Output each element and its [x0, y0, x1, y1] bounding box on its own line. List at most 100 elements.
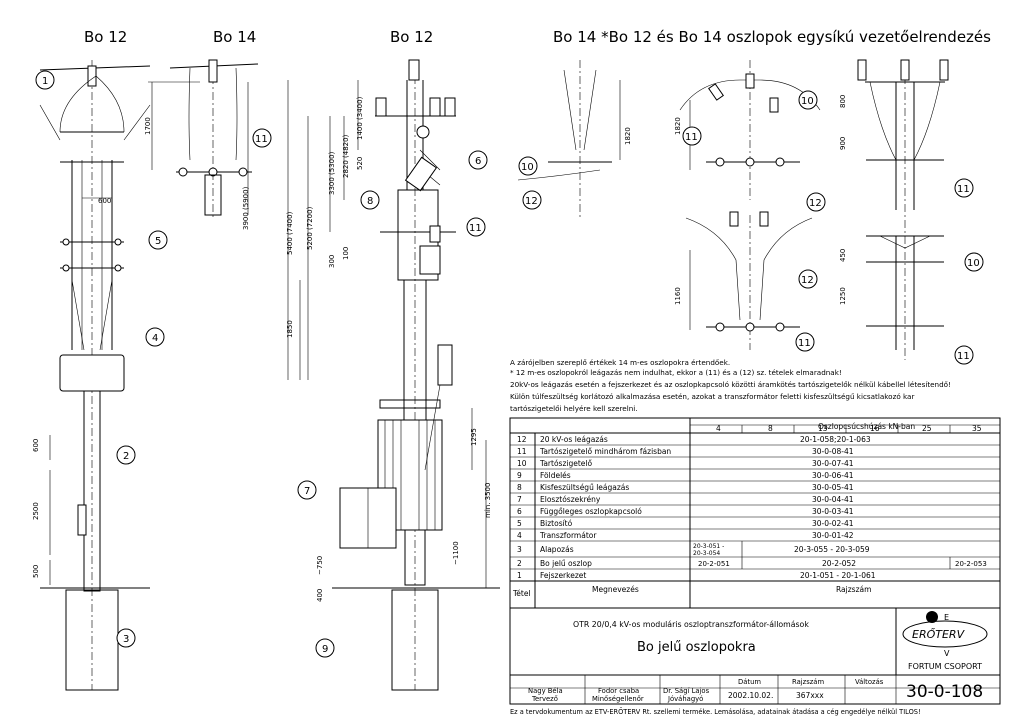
svg-text:9: 9: [517, 471, 522, 480]
heading-bo14-left: Bo 14: [213, 28, 256, 46]
dim-520: 520: [356, 157, 364, 170]
date-value: 2002.10.02.: [728, 691, 773, 700]
svg-text:11: 11: [957, 184, 970, 195]
dim-3300: 3300 (5300): [328, 151, 336, 195]
callout-6: 6: [468, 150, 488, 170]
svg-text:20 kV-os leágazás: 20 kV-os leágazás: [540, 435, 608, 444]
pole-bo12-mid-elevation: 5400 (7400) 5200 (7200) 3300 (5300) 2820…: [286, 59, 500, 691]
dim-min3500: min. 3500: [484, 483, 492, 518]
callout-12-c: 12: [798, 269, 818, 289]
svg-text:10: 10: [517, 459, 527, 468]
svg-text:30-0-08-41: 30-0-08-41: [812, 447, 854, 456]
svg-text:Bo jelű oszlop: Bo jelű oszlop: [540, 559, 592, 568]
svg-text:Kisfeszültségű leágazás: Kisfeszültségű leágazás: [540, 483, 629, 492]
person-2-role: Minőségellenőr: [592, 694, 644, 703]
callout-2: 2: [116, 445, 136, 465]
dim-1160: 1160: [674, 287, 682, 305]
callout-5: 5: [148, 230, 168, 250]
callout-12-a: 12: [522, 190, 542, 210]
load-13: 13: [818, 424, 828, 433]
notes-block: A zárójelben szereplő értékek 14 m-es os…: [510, 358, 951, 413]
dim-1850: 1850: [286, 320, 294, 338]
table-row: 11 Tartószigetelő mindhárom fázisban 30-…: [510, 447, 1000, 458]
table-row: 2 Bo jelű oszlop 20-2-051 20-2-052 20-2-…: [510, 557, 1000, 570]
valtozas-label: Változás: [855, 678, 884, 686]
svg-text:3: 3: [123, 634, 129, 645]
callout-11-e: 11: [795, 332, 815, 352]
title-main: Bo jelű oszlopokra: [637, 640, 756, 655]
svg-text:20-3-054: 20-3-054: [693, 550, 720, 557]
table-load-columns: 4 8 13 16 25 35: [716, 424, 982, 433]
table-row: 4 Transzformátor 30-0-01-42: [510, 531, 1000, 542]
table-row: 12 20 kV-os leágazás 20-1-058;20-1-063: [510, 435, 1000, 446]
svg-text:20-2-053: 20-2-053: [955, 560, 987, 568]
svg-text:11: 11: [517, 447, 527, 456]
svg-text:20-1-058;20-1-063: 20-1-058;20-1-063: [800, 435, 871, 444]
svg-text:Rajzszám: Rajzszám: [836, 585, 871, 594]
dim-750: ~750: [316, 556, 324, 575]
dim-1820-a: 1820: [624, 127, 632, 145]
dim-1100: ~1100: [452, 541, 460, 565]
drawing-number: 30-0-108: [906, 682, 983, 702]
logo-v: V: [944, 649, 950, 658]
svg-text:11: 11: [957, 351, 970, 362]
callout-10-c: 10: [964, 252, 984, 272]
dim-5400: 5400 (7400): [286, 211, 294, 255]
pole-bo12-left-elevation: 600 2500 500 600: [32, 60, 151, 691]
svg-text:20-1-051 - 20-1-061: 20-1-051 - 20-1-061: [800, 571, 876, 580]
table-row: 9 Földelés 30-0-06-41: [510, 471, 1000, 482]
title-block: OTR 20/0,4 kV-os moduláris oszloptranszf…: [509, 607, 1001, 705]
dim-100: 100: [342, 247, 350, 260]
callout-3: 3: [116, 628, 136, 648]
callout-10-a: 10: [798, 90, 818, 110]
svg-text:Tartószigetelő mindhárom fázis: Tartószigetelő mindhárom fázisban: [539, 447, 671, 456]
dim-600-top: 600: [98, 197, 111, 205]
load-25: 25: [922, 424, 932, 433]
svg-text:1: 1: [517, 571, 522, 580]
svg-text:4: 4: [152, 333, 158, 344]
eroterv-logo: E ERŐTERV V FORTUM CSOPORT: [902, 611, 988, 671]
dim-1820-b: 1820: [674, 117, 682, 135]
callouts: 1 2 3 4 5 6 7 8 9 10 10 10 11 11 11 11 1…: [35, 70, 984, 658]
dim-600-left: 600: [32, 439, 40, 452]
svg-text:Transzformátor: Transzformátor: [539, 531, 597, 540]
dim-900: 900: [839, 137, 847, 150]
detail-views-right: 1820 1820 800 900 1160: [517, 59, 949, 360]
dim-300: 300: [328, 255, 336, 268]
callout-4: 4: [145, 327, 165, 347]
callout-11-a: 11: [252, 128, 272, 148]
svg-text:5: 5: [155, 236, 161, 247]
svg-text:Tartószigetelő: Tartószigetelő: [539, 459, 592, 468]
svg-text:10: 10: [801, 96, 814, 107]
callout-11-d: 11: [954, 178, 974, 198]
svg-text:10: 10: [967, 258, 980, 269]
rajzszam-label: Rajzszám: [792, 678, 824, 686]
svg-text:7: 7: [304, 486, 310, 497]
note-2: * 12 m-es oszlopokról leágazás nem indul…: [510, 368, 842, 377]
svg-text:3: 3: [517, 545, 522, 554]
svg-text:11: 11: [469, 223, 482, 234]
svg-text:9: 9: [322, 644, 328, 655]
logo-text: ERŐTERV: [912, 627, 966, 641]
svg-text:2: 2: [517, 559, 522, 568]
table-load-header: Oszlopcsúcshúzás kN-ban: [818, 422, 915, 431]
callout-10-b: 10: [518, 156, 538, 176]
svg-text:12: 12: [525, 196, 538, 207]
svg-text:Megnevezés: Megnevezés: [592, 585, 639, 594]
svg-text:30-0-03-41: 30-0-03-41: [812, 507, 854, 516]
svg-text:11: 11: [798, 338, 811, 349]
load-4: 4: [716, 424, 721, 433]
callout-9: 9: [315, 638, 335, 658]
callout-8: 8: [360, 190, 380, 210]
svg-text:10: 10: [521, 162, 534, 173]
person-1-name: Nagy Béla: [528, 687, 563, 695]
logo-e: E: [944, 613, 949, 622]
heading-bo12-mid: Bo 12: [390, 28, 433, 46]
svg-text:30-0-05-41: 30-0-05-41: [812, 483, 854, 492]
table-row: 10 Tartószigetelő 30-0-07-41: [510, 459, 1000, 470]
svg-text:5: 5: [517, 519, 522, 528]
callout-11-c: 11: [682, 126, 702, 146]
dim-400: 400: [316, 589, 324, 602]
dim-800: 800: [839, 95, 847, 108]
svg-text:12: 12: [517, 435, 527, 444]
